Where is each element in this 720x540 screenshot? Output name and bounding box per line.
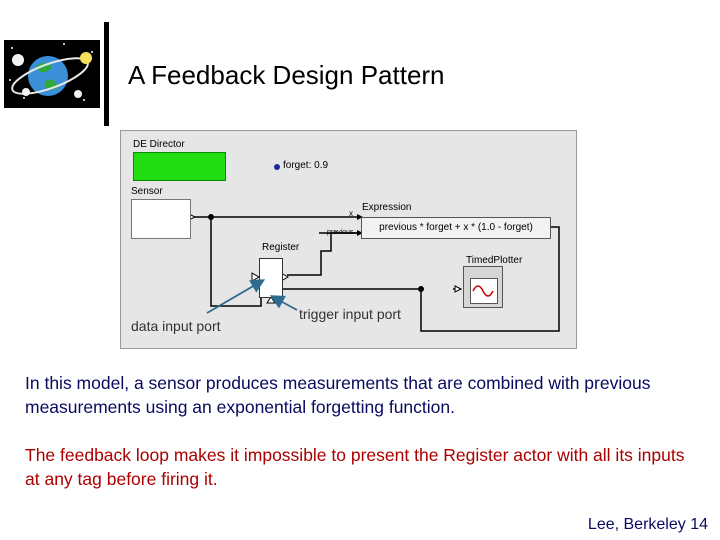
model-diagram: DE Director forget: 0.9 Sensor Expressio… <box>120 130 577 349</box>
page-title: A Feedback Design Pattern <box>128 60 445 90</box>
plotter-label: TimedPlotter <box>466 255 523 266</box>
title-divider <box>104 22 109 126</box>
expression-actor[interactable]: previous * forget + x * (1.0 - forget) <box>361 217 551 239</box>
register-actor[interactable] <box>259 258 283 298</box>
data-input-port-callout: data input port <box>131 318 221 334</box>
paragraph-model-description: In this model, a sensor produces measure… <box>25 373 651 417</box>
paragraph-feedback-loop: The feedback loop makes it impossible to… <box>25 445 685 489</box>
sensor-label: Sensor <box>131 186 163 197</box>
ptolemy-logo-icon <box>4 40 100 108</box>
register-label: Register <box>262 242 300 253</box>
timed-plotter-actor[interactable] <box>463 266 503 308</box>
trigger-input-port-callout: trigger input port <box>299 306 401 322</box>
expression-port-previous: previous <box>327 229 354 236</box>
expression-port-x: x <box>349 209 353 218</box>
slide-footer: Lee, Berkeley 14 <box>587 516 708 533</box>
sensor-actor[interactable] <box>131 199 191 239</box>
sine-plot-icon <box>470 278 498 304</box>
de-director-icon[interactable] <box>133 152 226 181</box>
expression-label: Expression <box>362 202 412 213</box>
parameter-icon <box>274 164 280 170</box>
director-label: DE Director <box>133 139 185 150</box>
forget-parameter[interactable]: forget: 0.9 <box>283 160 329 171</box>
